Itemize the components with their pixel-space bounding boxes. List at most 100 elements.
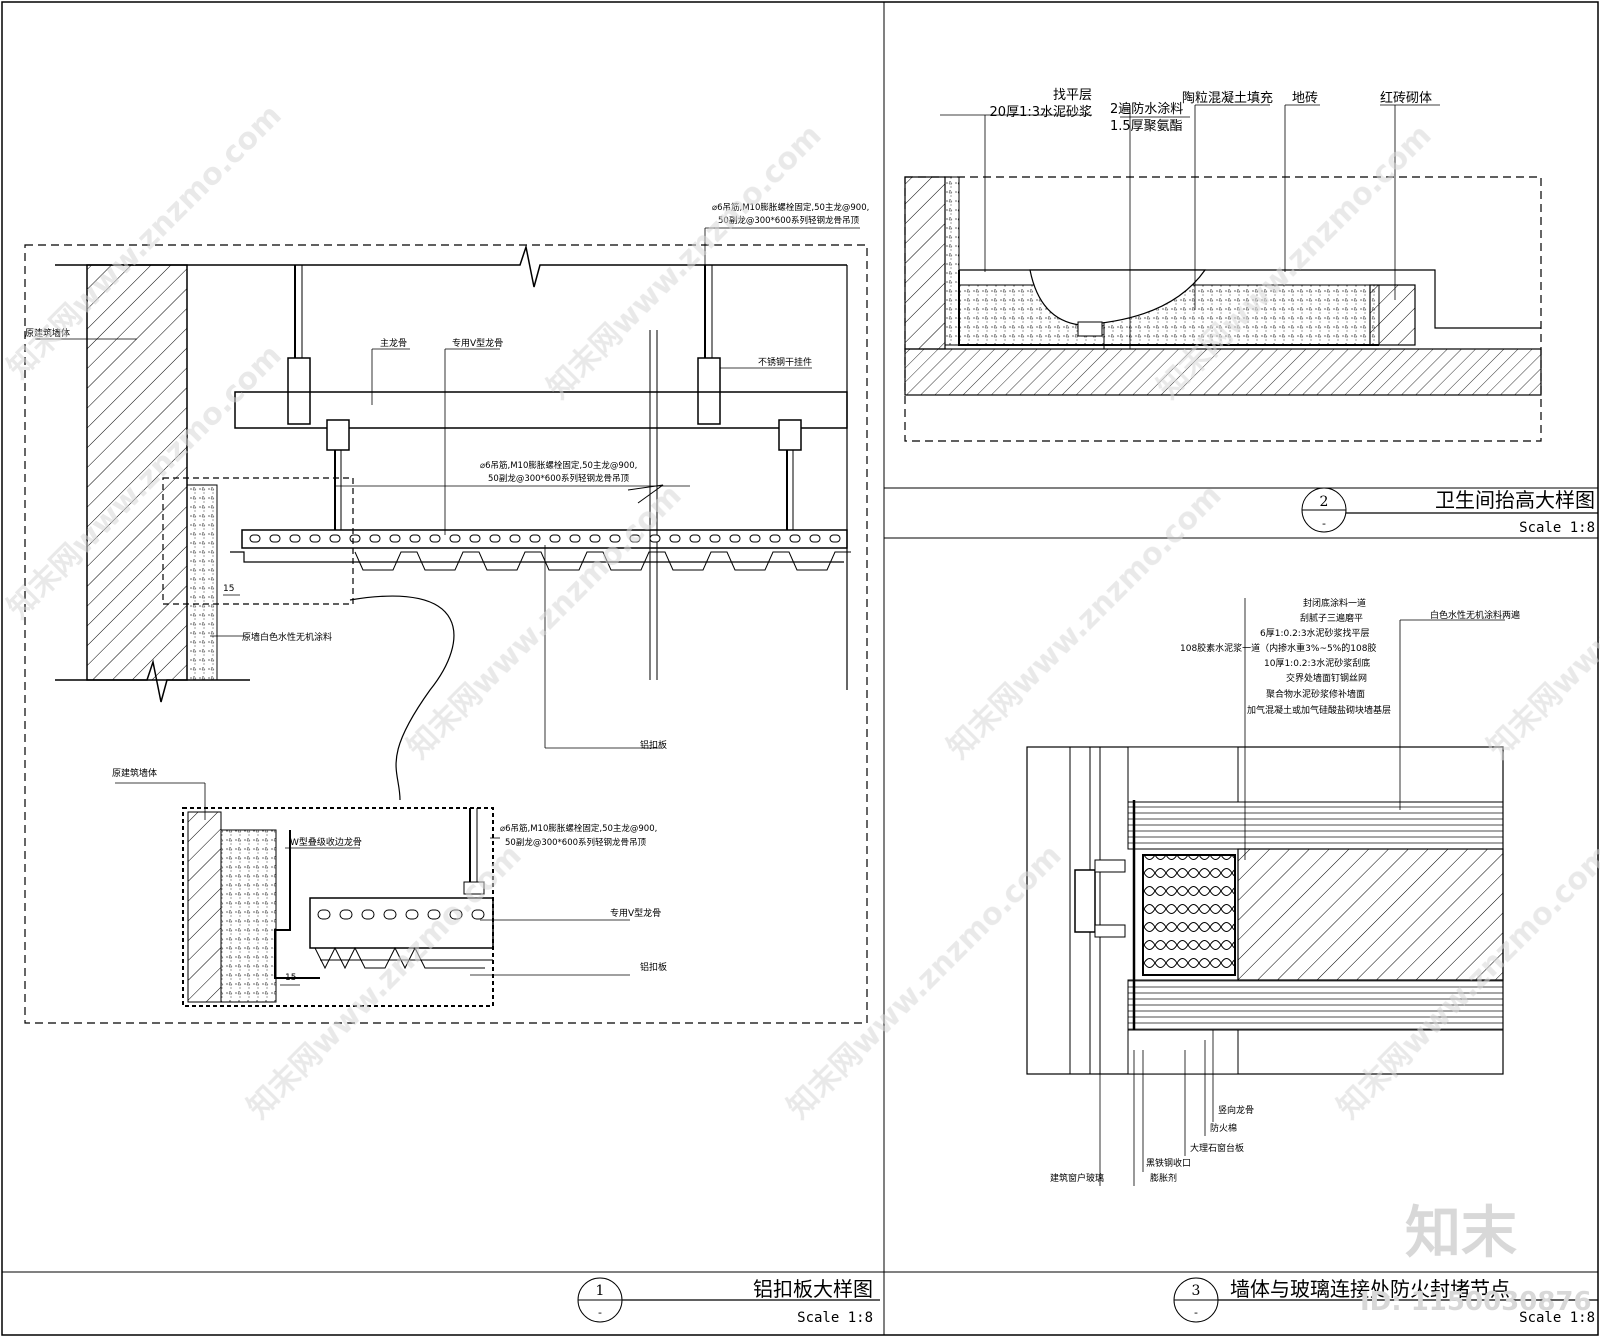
watermark-brand: 知末 <box>1405 1201 1517 1266</box>
panel-slot <box>789 534 801 543</box>
panel-slot <box>729 534 741 543</box>
panel1-title: 铝扣板大样图 <box>753 1277 873 1301</box>
panel2-scale: Scale 1:8 <box>1519 520 1595 536</box>
label-v-keel2: 专用V型龙骨 <box>610 907 661 919</box>
panel3-detail <box>1026 598 1505 1186</box>
panel2-title-block: 2 - 卫生间抬高大样图 Scale 1:8 <box>1301 487 1598 536</box>
label-wall: 原建筑墙体 <box>25 327 70 339</box>
layer-7: 聚合物水泥砂浆修补墙面 <box>1266 688 1365 700</box>
waterproof-layer <box>958 270 1379 346</box>
panel-slot <box>249 534 261 543</box>
label-panel2: 铝扣板 <box>640 961 667 973</box>
label-main-keel: 主龙骨 <box>380 337 407 349</box>
panel-slot <box>489 534 501 543</box>
panel-slot <box>349 534 361 543</box>
bottom-3: 大理石窗台板 <box>1190 1142 1244 1154</box>
fire-wool <box>1142 854 1236 976</box>
panel-slot <box>361 909 375 920</box>
label-spec-mid-2: 50副龙@300*600系列轻钢龙骨吊顶 <box>488 473 630 484</box>
panel-slot <box>369 534 381 543</box>
layer-4: 108胶素水泥浆一道（内掺水重3%~5%的108胶 <box>1180 642 1376 654</box>
panel-slot <box>449 534 461 543</box>
detail-callout-box <box>162 477 354 605</box>
label-spec-bot-1: ⌀6吊筋,M10膨胀螺栓固定,50主龙@900, <box>500 823 657 834</box>
panel-slot <box>429 534 441 543</box>
label-spec-mid-1: ⌀6吊筋,M10膨胀螺栓固定,50主龙@900, <box>480 460 637 471</box>
panel-slot <box>469 534 481 543</box>
window-mullion <box>1074 869 1096 933</box>
panel-slot <box>769 534 781 543</box>
label-brick: 红砖砌体 <box>1380 90 1432 106</box>
label-panel: 铝扣板 <box>640 739 667 751</box>
panel-slot <box>339 909 353 920</box>
panel3-labels: 封闭底涂料一道 刮腻子三遍磨平 6厚1:0.2:3水泥砂浆找平层 108胶素水泥… <box>1050 597 1520 1184</box>
ceiling-panel <box>241 529 848 549</box>
floor-slab <box>904 348 1542 396</box>
label-wall2: 原建筑墙体 <box>112 767 157 779</box>
panel1-scale: Scale 1:8 <box>797 1310 873 1326</box>
panel-slot <box>749 534 761 543</box>
bottom-6: 建筑窗户玻璃 <box>1050 1172 1104 1184</box>
hanger-clip-2 <box>697 357 721 425</box>
label-v-keel: 专用V型龙骨 <box>452 337 503 349</box>
panel-slots-enlarged <box>317 909 485 920</box>
bottom-1: 竖向龙骨 <box>1218 1104 1254 1116</box>
panel3-number: 3 <box>1192 1283 1201 1299</box>
panel-slot <box>629 534 641 543</box>
panel-slot <box>669 534 681 543</box>
panel-slot <box>649 534 661 543</box>
bottom-5: 膨胀剂 <box>1150 1172 1177 1184</box>
layer-5: 10厚1:0.2:3水泥砂浆刮底 <box>1264 657 1370 669</box>
brick-curb <box>1369 284 1416 346</box>
label-level-2: 20厚1:3水泥砂浆 <box>990 105 1092 120</box>
watermark-id: ID: 1150030876 <box>1360 1287 1592 1317</box>
panel-slot <box>427 909 441 920</box>
label-paint: 白色水性无机涂料两遍 <box>1430 609 1520 621</box>
main-keel <box>234 391 848 429</box>
panel-slot <box>289 534 301 543</box>
panel-slot <box>569 534 581 543</box>
label-tile: 地砖 <box>1292 91 1318 106</box>
panel3-scale: Scale 1:8 <box>1519 1310 1595 1326</box>
panel-slot <box>471 909 485 920</box>
layer-3: 6厚1:0.2:3水泥砂浆找平层 <box>1260 627 1370 639</box>
label-w-keel: W型叠级收边龙骨 <box>290 836 362 848</box>
panel-slot <box>409 534 421 543</box>
label-fill: 陶粒混凝土填充 <box>1182 90 1273 106</box>
panel-slot <box>405 909 419 920</box>
panel-slot <box>317 909 331 920</box>
hanger-clip-1 <box>287 357 311 425</box>
panel3-title-block: 3 - 墙体与玻璃连接处防火封堵节点 Scale 1:8 <box>1173 1277 1598 1326</box>
label-level-1: 找平层 <box>1053 88 1092 103</box>
label-spec-bot-2: 50副龙@300*600系列轻钢龙骨吊顶 <box>505 837 647 848</box>
panel1-detail <box>24 227 868 1024</box>
panel-slot <box>829 534 841 543</box>
bottom-4: 黑铁钢收口 <box>1146 1157 1191 1169</box>
layer-8: 加气混凝土或加气硅酸盐砌块墙基层 <box>1247 704 1391 716</box>
wall-finish <box>186 484 218 681</box>
panel1-number: 1 <box>596 1283 605 1299</box>
slab-line <box>55 244 847 288</box>
label-dim2: 15 <box>285 973 296 983</box>
panel-slots <box>249 534 841 543</box>
label-hanger: 不锈钢干挂件 <box>758 356 812 368</box>
watermark-6: 知末网www.znzmo.com <box>941 478 1229 766</box>
layer-1: 封闭底涂料一道 <box>1303 597 1366 609</box>
panel-slot <box>589 534 601 543</box>
bottom-2: 防火棉 <box>1210 1122 1237 1134</box>
svg-text:-: - <box>1322 517 1326 530</box>
panel-slot <box>309 534 321 543</box>
svg-text:-: - <box>598 1306 602 1319</box>
panel-slot <box>449 909 463 920</box>
panel1-viewport <box>24 244 868 1024</box>
marble-sill-top <box>1127 801 1504 850</box>
callout-leader <box>349 595 455 801</box>
panel-slot <box>383 909 397 920</box>
w-keel <box>274 830 320 979</box>
panel1-labels: 原建筑墙体 主龙骨 专用V型龙骨 不锈钢干挂件 ⌀6吊筋,M10膨胀螺栓固定,5… <box>25 202 869 983</box>
panel1-title-block: 1 - 铝扣板大样图 Scale 1:8 <box>577 1277 880 1326</box>
layer-2: 刮腻子三遍磨平 <box>1300 612 1363 624</box>
aerated-block-wall <box>1237 848 1504 981</box>
panel-slot <box>529 534 541 543</box>
